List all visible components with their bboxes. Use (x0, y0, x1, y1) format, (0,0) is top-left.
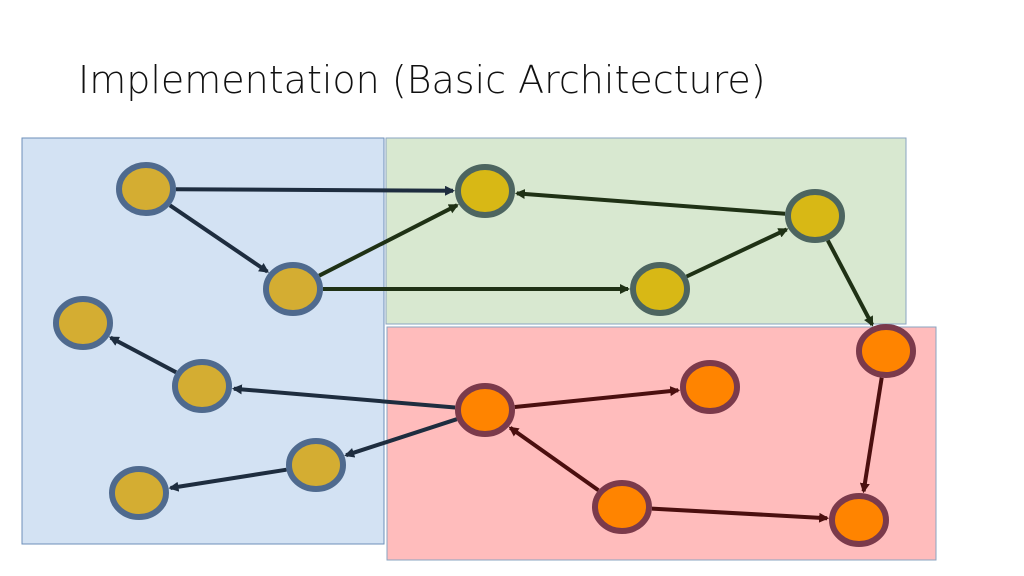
edge-r3-to-r4 (651, 506, 830, 523)
node-r5 (680, 360, 740, 414)
edge-g2-to-g3 (685, 227, 789, 279)
edge-b5-to-b6 (168, 467, 287, 492)
edge-b4-to-b3 (108, 335, 178, 375)
node-b1 (116, 162, 176, 216)
node-g1 (455, 164, 515, 218)
node-r4 (829, 493, 889, 547)
node-b3 (53, 296, 113, 350)
edge-r2-to-r5 (514, 386, 681, 409)
edge-r2-to-b4 (231, 384, 456, 410)
regions (21, 137, 937, 561)
edge-g3-to-r1 (826, 239, 874, 327)
nodes (53, 162, 916, 547)
edge-r1-to-r4 (859, 377, 884, 494)
node-b5 (286, 438, 346, 492)
edge-r2-to-b5 (344, 417, 458, 458)
node-g2 (630, 262, 690, 316)
edge-b2-to-g1 (318, 203, 459, 278)
node-r2 (455, 383, 515, 437)
node-r1 (856, 324, 916, 378)
node-b4 (172, 359, 232, 413)
node-r3 (592, 480, 652, 534)
node-g3 (785, 189, 845, 243)
edge-r3-to-r2 (508, 426, 600, 492)
node-b6 (109, 466, 169, 520)
node-b2 (263, 262, 323, 316)
edge-b1-to-g1 (175, 185, 455, 196)
edges (108, 185, 884, 523)
edge-g3-to-g1 (514, 189, 786, 216)
edge-b1-to-b2 (168, 203, 270, 274)
slide-title: Implementation (Basic Architecture) (78, 58, 766, 102)
